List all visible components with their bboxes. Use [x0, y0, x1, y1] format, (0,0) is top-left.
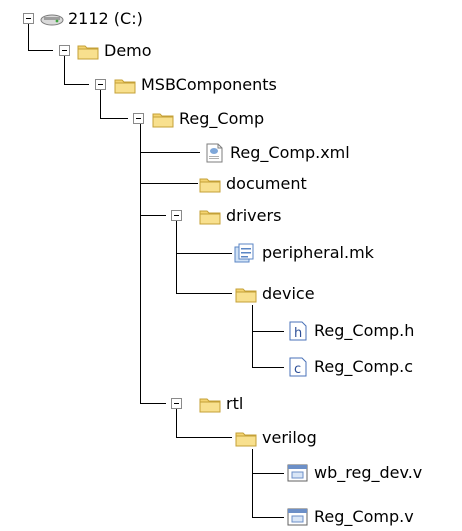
tree-item-device[interactable]: device [234, 282, 315, 306]
tree-item-label: wb_reg_dev.v [314, 463, 423, 482]
tree-connector [176, 409, 177, 437]
svg-text:h: h [294, 326, 302, 341]
tree-item-reg-comp-xml[interactable]: Reg_Comp.xml [202, 141, 350, 165]
folder-icon [235, 288, 257, 303]
tree-item-label: MSBComponents [141, 75, 277, 94]
tree-item-label: 2112 (C:) [68, 9, 143, 28]
tree-item-reg-comp-v[interactable]: Reg_Comp.v [286, 505, 414, 529]
tree-item-label: drivers [226, 206, 282, 225]
collapse-toggle[interactable] [171, 210, 182, 221]
tree-item-demo[interactable]: Demo [76, 39, 152, 63]
tree-connector [100, 118, 128, 119]
tree-item-document[interactable]: document [198, 172, 307, 196]
tree-connector [252, 517, 284, 518]
tree-item-drivers[interactable]: drivers [198, 204, 281, 228]
tree-connector [176, 293, 232, 294]
collapse-toggle[interactable] [59, 45, 70, 56]
verilog-file-icon [287, 464, 308, 482]
tree-item-reg-comp-c[interactable]: c Reg_Comp.c [286, 355, 413, 379]
makefile-icon [234, 243, 254, 263]
collapse-toggle[interactable] [95, 79, 106, 90]
collapse-toggle[interactable] [171, 398, 182, 409]
xml-file-icon [206, 143, 223, 163]
folder-icon [152, 113, 174, 128]
tree-item-verilog[interactable]: verilog [234, 426, 317, 450]
tree-item-label: Reg_Comp.v [314, 507, 414, 526]
tree-item-rtl[interactable]: rtl [198, 392, 243, 416]
tree-item-wb-reg-dev-v[interactable]: wb_reg_dev.v [286, 461, 422, 485]
tree-item-label: Reg_Comp.c [314, 357, 413, 376]
tree-item-label: peripheral.mk [262, 243, 374, 262]
collapse-toggle[interactable] [23, 13, 34, 24]
tree-connector [64, 56, 65, 84]
folder-icon [114, 79, 136, 94]
tree-item-label: device [262, 284, 315, 303]
tree-item-label: verilog [262, 428, 317, 447]
tree-item-peripheral-mk[interactable]: peripheral.mk [234, 241, 374, 265]
tree-item-label: Reg_Comp.xml [230, 143, 350, 162]
tree-connector [140, 183, 198, 184]
tree-connector [176, 437, 232, 438]
verilog-file-icon [287, 508, 308, 526]
tree-connector [140, 215, 166, 216]
tree-connector [176, 253, 232, 254]
collapse-toggle[interactable] [133, 113, 144, 124]
tree-item-label: Reg_Comp.h [314, 321, 415, 340]
tree-item-drive[interactable]: 2112 (C:) [40, 7, 143, 31]
tree-connector [140, 403, 166, 404]
tree-item-label: Demo [104, 41, 152, 60]
tree-item-label: rtl [226, 394, 244, 413]
tree-connector [252, 331, 284, 332]
folder-icon [199, 210, 221, 225]
tree-connector [252, 305, 253, 367]
tree-connector [28, 50, 53, 51]
c-file-icon: c [289, 357, 307, 377]
svg-text:c: c [294, 362, 301, 377]
tree-connector [140, 124, 141, 403]
tree-connector [252, 367, 284, 368]
folder-icon [77, 45, 99, 60]
tree-connector [176, 221, 177, 293]
folder-icon [199, 398, 221, 413]
h-file-icon: h [289, 321, 307, 341]
tree-item-label: Reg_Comp [179, 109, 265, 128]
tree-item-reg-comp[interactable]: Reg_Comp [151, 107, 264, 131]
tree-item-reg-comp-h[interactable]: h Reg_Comp.h [286, 319, 414, 343]
folder-icon [199, 178, 221, 193]
tree-item-msbcomponents[interactable]: MSBComponents [113, 73, 277, 97]
tree-connector [64, 84, 89, 85]
drive-icon [40, 14, 64, 26]
tree-connector [252, 473, 284, 474]
tree-connector [140, 152, 200, 153]
tree-connector [28, 24, 29, 50]
tree-connector [100, 90, 101, 118]
tree-item-label: document [226, 174, 307, 193]
tree-connector [252, 449, 253, 517]
folder-icon [235, 432, 257, 447]
